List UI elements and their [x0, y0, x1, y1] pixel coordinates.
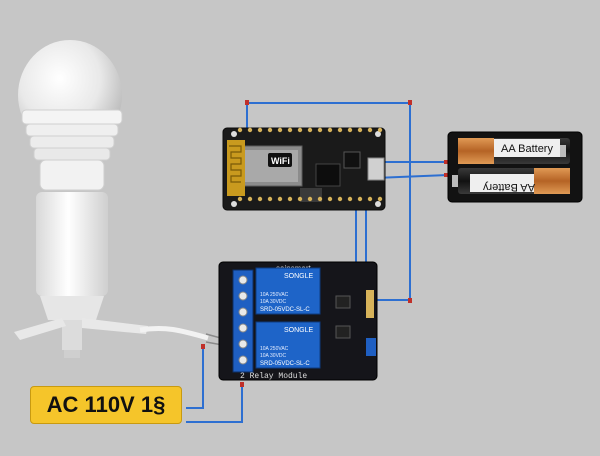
relay-2-spec2: 10A 30VDC	[260, 353, 287, 359]
header-pin	[317, 196, 323, 202]
header-pin	[277, 196, 283, 202]
mcu-pins-bottom	[237, 196, 383, 202]
header-pin	[347, 127, 353, 133]
wire-ac-2	[186, 384, 243, 423]
header-pin	[377, 196, 383, 202]
header-pin	[347, 196, 353, 202]
header-pin	[287, 127, 293, 133]
mcu-pins-top	[237, 127, 383, 133]
header-pin	[247, 127, 253, 133]
mcu-board: WiFi	[222, 127, 386, 211]
relay-module-label: 2 Relay Module	[240, 372, 307, 381]
bulb-cable	[139, 325, 229, 347]
ac-power-label: AC 110V 1§	[30, 386, 182, 424]
relay-1-spec1: 10A 250VAC	[260, 292, 289, 298]
mcu-module-text: WiFi	[271, 156, 290, 166]
relay-2-model: SRD-05VDC-SL-C	[260, 361, 310, 367]
header-pin	[257, 196, 263, 202]
relay-1-brand: SONGLE	[284, 273, 314, 280]
header-pin	[367, 196, 373, 202]
header-pin	[377, 127, 383, 133]
header-pin	[237, 127, 243, 133]
header-pin	[357, 196, 363, 202]
wire-terminals	[201, 100, 449, 387]
header-pin	[357, 127, 363, 133]
battery-top-label: AA Battery	[501, 143, 553, 155]
relay-2-spec1: 10A 250VAC	[260, 346, 289, 352]
header-pin	[337, 127, 343, 133]
header-pin	[247, 196, 253, 202]
header-pin	[317, 127, 323, 133]
relay-1-model: SRD-05VDC-SL-C	[260, 307, 310, 313]
battery-bottom-label: AA Battery	[483, 181, 535, 193]
header-pin	[297, 127, 303, 133]
header-pin	[267, 196, 273, 202]
header-pin	[327, 196, 333, 202]
header-pin	[287, 196, 293, 202]
header-pin	[337, 196, 343, 202]
header-pin	[367, 127, 373, 133]
header-pin	[257, 127, 263, 133]
wire-battery-negative	[375, 174, 449, 179]
battery-holder: AA Battery AA Battery	[447, 131, 583, 203]
header-pin	[237, 196, 243, 202]
header-pin	[277, 127, 283, 133]
header-pin	[297, 196, 303, 202]
relay-module: sainsmart SONGLE 10A 250VAC 10A 30VDC SR…	[218, 261, 378, 381]
light-bulb	[14, 40, 148, 358]
relay-1-spec2: 10A 30VDC	[260, 299, 287, 305]
header-pin	[307, 127, 313, 133]
header-pin	[327, 127, 333, 133]
relay-2-brand: SONGLE	[284, 327, 314, 334]
header-pin	[267, 127, 273, 133]
header-pin	[307, 196, 313, 202]
wire-ac-1	[186, 346, 204, 409]
